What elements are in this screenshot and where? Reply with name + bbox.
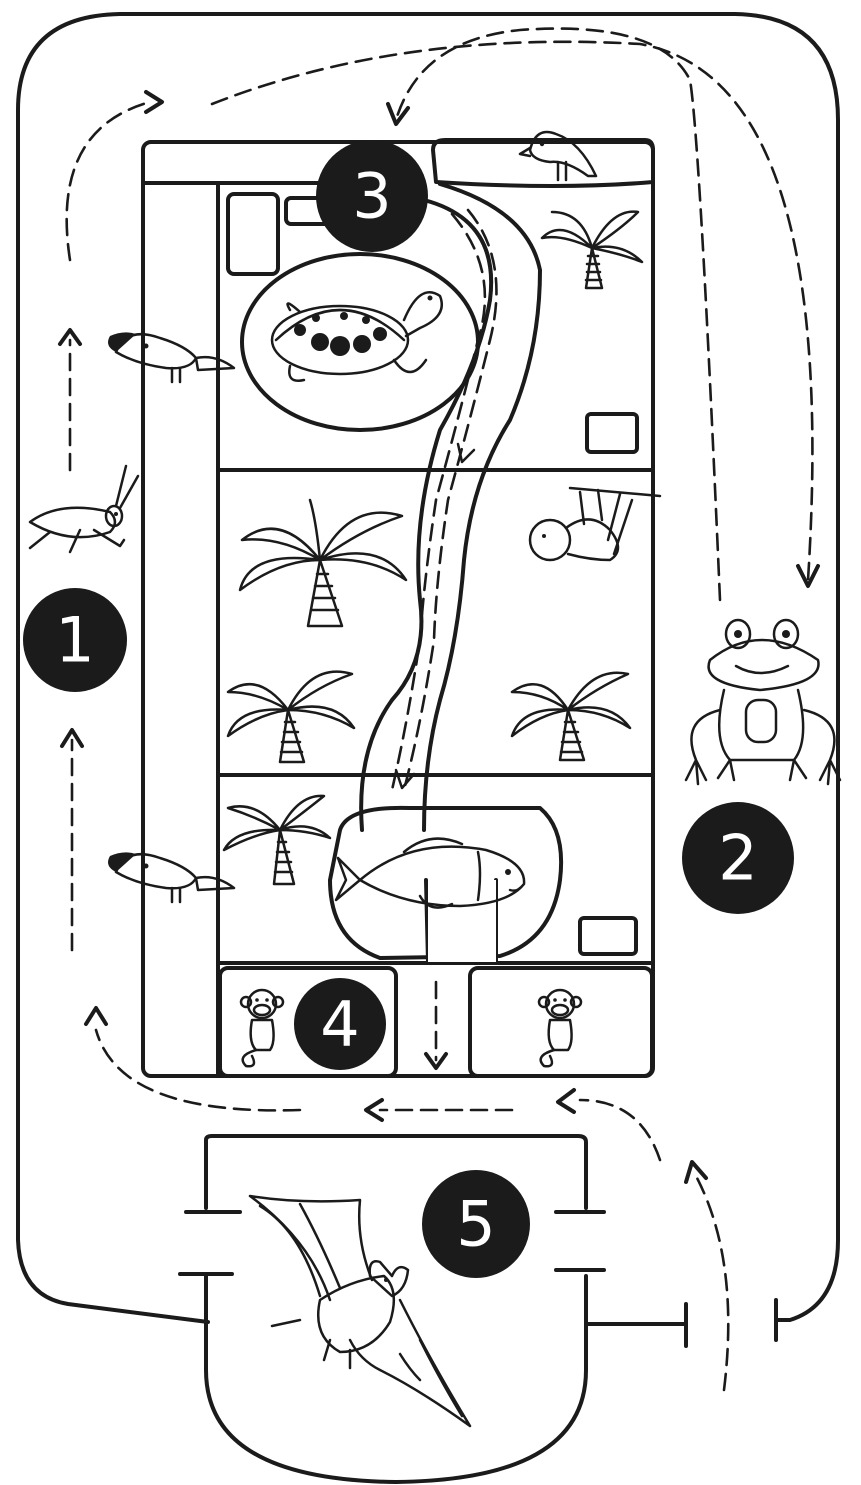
frog-icon [686, 620, 840, 784]
bat-cave [180, 1136, 686, 1482]
turtle-icon [272, 292, 442, 380]
palm-tree-icon [228, 672, 354, 762]
zone-badge-1: 1 [23, 588, 127, 692]
building [143, 140, 653, 1076]
zone-badge-4: 4 [294, 978, 386, 1070]
palm-tree-icon [224, 796, 330, 884]
monkey-icon [241, 990, 283, 1066]
zone-label: 4 [320, 988, 359, 1061]
zone-badge-2: 2 [682, 802, 794, 914]
zone-label: 5 [456, 1188, 495, 1261]
toucan-icon [108, 852, 234, 902]
grasshopper-icon [30, 466, 138, 552]
palm-tree-icon [240, 500, 406, 626]
fish-pond [330, 808, 561, 962]
turtle-pond [242, 254, 478, 430]
zone-label: 1 [55, 604, 94, 677]
palm-tree-icon [512, 673, 630, 760]
zone-label: 2 [718, 822, 757, 895]
zone-badge-5: 5 [422, 1170, 530, 1278]
zone-label: 3 [352, 160, 391, 233]
toucan-icon [108, 332, 234, 382]
sloth-icon [530, 488, 660, 560]
palm-tree-icon [542, 212, 642, 288]
zone-badge-3: 3 [316, 140, 428, 252]
monkey-icon [539, 990, 581, 1066]
